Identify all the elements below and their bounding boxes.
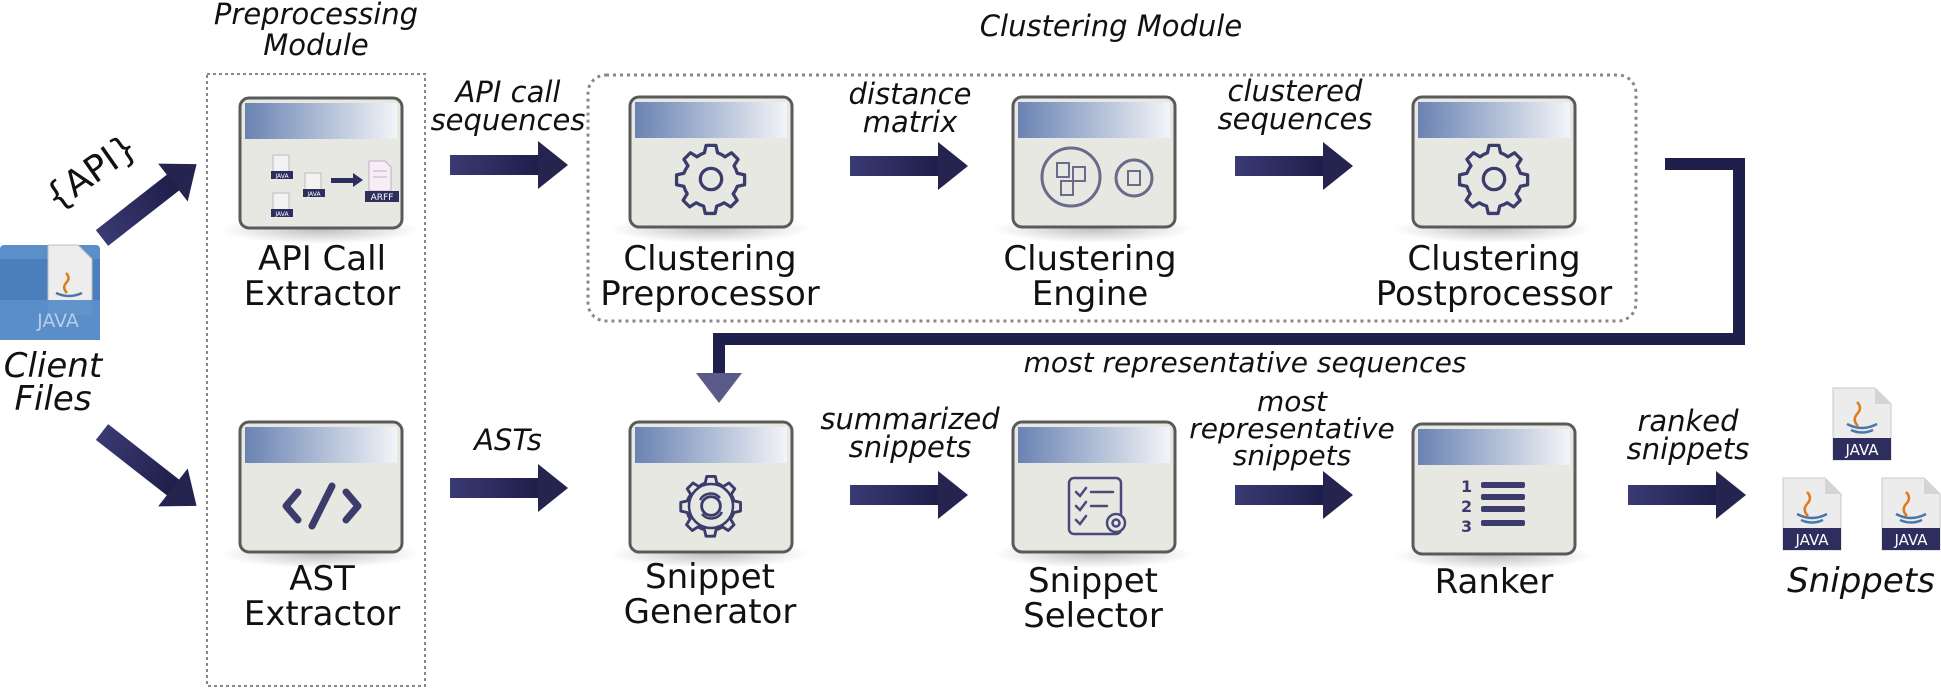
arrow-summarized-snippets: [850, 471, 968, 519]
edge-summarized-snippets-1: summarized: [820, 402, 1000, 436]
icon-java-2: JAVA: [306, 191, 321, 198]
icon-arff: ARFF: [371, 193, 394, 203]
api-call-extractor-label-1: API Call: [258, 239, 386, 279]
arrow-client-to-ast-extractor: [95, 424, 197, 507]
snippet-java-file-icon-3: JAVA: [1880, 476, 1941, 552]
edge-asts: ASTs: [472, 423, 542, 457]
edge-ranked-snippets-1: ranked: [1637, 404, 1739, 438]
client-files-label-2: Files: [14, 379, 91, 419]
snippet-generator-label-2: Generator: [624, 592, 797, 632]
ast-extractor-label-2: Extractor: [244, 594, 401, 634]
edge-api-call-sequences-2: sequences: [431, 103, 586, 137]
edge-clustered-sequences-2: sequences: [1218, 102, 1373, 136]
icon-java-1: JAVA: [274, 173, 289, 180]
snippets-output-label: Snippets: [1787, 561, 1935, 601]
ast-extractor-window: [218, 420, 422, 570]
snippet-java-label-2: JAVA: [1794, 531, 1829, 549]
edge-distance-matrix-1: distance: [849, 77, 972, 111]
snippet-selector-label-1: Snippet: [1028, 561, 1158, 601]
clustering-module-box: [586, 73, 1638, 323]
edge-distance-matrix-2: matrix: [863, 105, 958, 139]
edge-summarized-snippets-2: snippets: [849, 430, 972, 464]
refresh-icon: [698, 492, 724, 520]
preprocessing-module-box: [206, 73, 426, 687]
arrow-client-to-api-extractor: [95, 163, 197, 246]
arrow-asts: [450, 464, 568, 512]
ranked-list-icon: 1 2 3: [1461, 477, 1525, 536]
clustering-engine-label-2: Engine: [1032, 274, 1149, 314]
preprocessing-module-title-1: Preprocessing: [214, 0, 418, 31]
checklist-gear-icon: [1067, 476, 1127, 536]
snippet-selector-label-2: Selector: [1023, 596, 1163, 636]
client-files-java-label: JAVA: [36, 310, 79, 332]
edge-most-representative-snippets-1: most: [1257, 385, 1328, 418]
snippet-java-file-icon-1: JAVA: [1831, 386, 1893, 462]
ranker-label: Ranker: [1435, 562, 1554, 602]
clustering-engine-window: [991, 95, 1195, 245]
edge-most-representative-sequences: most representative sequences: [1024, 346, 1467, 379]
clustering-module-title: Clustering Module: [980, 9, 1242, 43]
svg-text:3: 3: [1461, 517, 1472, 536]
arrow-distance-matrix: [850, 142, 968, 190]
edge-clustered-sequences-1: clustered: [1228, 74, 1363, 108]
arrow-most-representative-snippets: [1235, 471, 1353, 519]
preprocessing-module-title-2: Module: [263, 28, 368, 62]
edge-ranked-snippets-2: snippets: [1627, 432, 1750, 466]
edge-most-representative-snippets-3: snippets: [1233, 439, 1351, 472]
clustering-engine-label-1: Clustering: [1003, 239, 1176, 279]
arrow-most-representative-sequences: [696, 158, 1745, 403]
snippet-java-label-3: JAVA: [1893, 531, 1928, 549]
snippet-generator-label-1: Snippet: [645, 557, 775, 597]
client-files-label-1: Client: [4, 346, 104, 386]
arrow-clustered-sequences: [1235, 142, 1353, 190]
clustering-postprocessor-window: [1391, 95, 1595, 245]
svg-text:2: 2: [1461, 497, 1472, 516]
ast-extractor-label-1: AST: [289, 559, 355, 599]
clustering-preprocessor-window: [608, 95, 812, 245]
edge-most-representative-snippets-2: representative: [1189, 412, 1395, 445]
edge-api-call-sequences-1: API call: [454, 75, 561, 109]
snippet-selector-window: [991, 420, 1195, 570]
icon-java-3: JAVA: [274, 211, 289, 218]
client-files-icon: JAVA: [0, 244, 100, 340]
java-to-arff-icon: JAVA JAVA JAVA ARFF: [271, 154, 399, 218]
snippet-java-label-1: JAVA: [1844, 441, 1879, 459]
arrow-api-call-sequences: [450, 141, 568, 189]
clustering-preprocessor-label-2: Preprocessor: [600, 274, 820, 314]
ranker-window: 1 2 3: [1391, 422, 1595, 572]
snippet-generator-window: [608, 420, 812, 570]
arrow-ranked-snippets: [1628, 471, 1746, 519]
cluster-circles-icon: [1040, 146, 1154, 208]
clustering-postprocessor-label-1: Clustering: [1407, 239, 1580, 279]
clustering-postprocessor-label-2: Postprocessor: [1376, 274, 1613, 314]
snippet-java-file-icon-2: JAVA: [1781, 476, 1843, 552]
svg-text:1: 1: [1461, 477, 1472, 496]
api-call-extractor-window: JAVA JAVA JAVA ARFF: [218, 96, 422, 246]
api-call-extractor-label-2: Extractor: [244, 274, 401, 314]
clustering-preprocessor-label-1: Clustering: [623, 239, 796, 279]
code-brackets-icon: [282, 482, 362, 530]
